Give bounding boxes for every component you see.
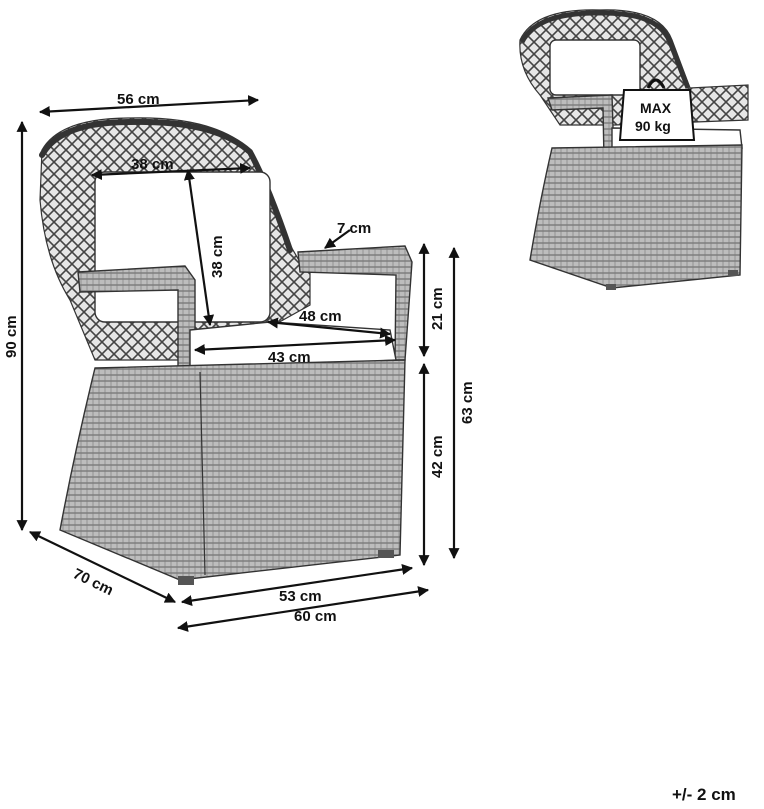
small-chair-drawing: MAX 90 kg	[519, 9, 749, 290]
foot-front-right	[378, 550, 394, 558]
label-backrest-height: 38 cm	[209, 235, 226, 278]
label-width-top: 56 cm	[117, 91, 160, 108]
small-back-cushion	[549, 39, 641, 96]
label-armrest-width: 7 cm	[337, 220, 371, 237]
label-armrest-above-seat: 21 cm	[429, 287, 446, 330]
label-total-width: 60 cm	[294, 608, 337, 625]
badge-weight-value: 90 kg	[635, 118, 671, 134]
label-seat-depth: 48 cm	[299, 308, 342, 325]
label-total-height: 90 cm	[3, 315, 20, 358]
dimension-lines	[16, 95, 460, 632]
small-base	[529, 144, 743, 289]
chair-base	[59, 359, 406, 581]
label-seat-height: 42 cm	[429, 435, 446, 478]
label-backrest-width: 38 cm	[131, 156, 174, 173]
main-chair-drawing	[39, 117, 413, 585]
weight-badge: MAX 90 kg	[618, 78, 696, 141]
badge-max-label: MAX	[640, 100, 672, 116]
label-base-width: 53 cm	[279, 588, 322, 605]
tolerance-note: +/- 2 cm	[672, 785, 736, 804]
label-armrest-height: 63 cm	[459, 381, 476, 424]
label-seat-width: 43 cm	[268, 349, 311, 366]
foot-front-left	[178, 576, 194, 585]
